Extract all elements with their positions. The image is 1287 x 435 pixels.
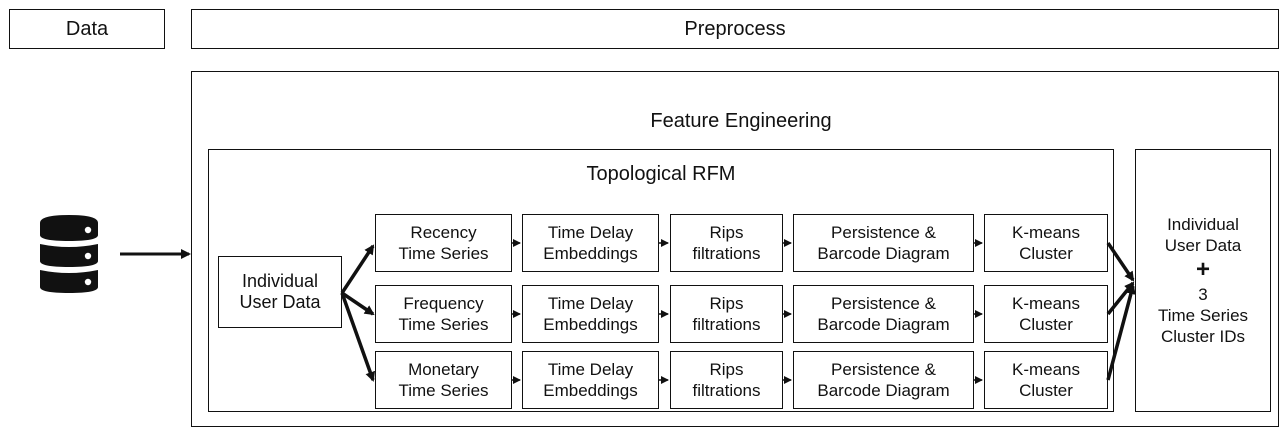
data-header-box: Data — [9, 9, 165, 49]
input-line-2: User Data — [239, 292, 321, 312]
monetary-embed-line-2: Embeddings — [543, 381, 638, 400]
output-line-5: Time Series — [1157, 306, 1249, 325]
output-line-4: 3 — [1198, 285, 1208, 304]
frequency-rips-line-2: filtrations — [692, 315, 761, 334]
recency-to-output-arrow — [1106, 242, 1135, 282]
recency-persist-line-1: Persistence & — [831, 223, 936, 242]
monetary-cluster-line-2: Cluster — [1019, 381, 1073, 400]
frequency-persist-line-1: Persistence & — [831, 294, 936, 313]
frequency-persistence-box: Persistence & Barcode Diagram — [793, 285, 974, 343]
monetary-persist-line-2: Barcode Diagram — [817, 381, 950, 400]
recency-persistence-box: Persistence & Barcode Diagram — [793, 214, 974, 272]
recency-series-line-1: Recency — [410, 223, 477, 242]
input-line-1: Individual — [241, 271, 319, 291]
input-to-monetary-arrow — [340, 292, 376, 382]
data-header-label: Data — [65, 17, 109, 40]
output-plus: + — [1195, 256, 1210, 283]
recency-persist-line-2: Barcode Diagram — [817, 244, 950, 263]
frequency-series-line-2: Time Series — [398, 315, 489, 334]
recency-series-line-2: Time Series — [398, 244, 489, 263]
frequency-persist-line-2: Barcode Diagram — [817, 315, 950, 334]
monetary-cluster-line-1: K-means — [1011, 360, 1081, 379]
frequency-rips-line-1: Rips — [709, 294, 744, 313]
output-line-1: Individual — [1167, 215, 1239, 234]
preprocess-header-label: Preprocess — [684, 17, 786, 40]
input-to-frequency-arrow — [341, 291, 375, 316]
frequency-cluster-line-2: Cluster — [1019, 315, 1073, 334]
frequency-embed-line-2: Embeddings — [543, 315, 638, 334]
input-to-recency-arrow — [340, 244, 375, 294]
monetary-to-output-arrow — [1106, 284, 1136, 381]
recency-embed-line-1: Time Delay — [547, 223, 634, 242]
recency-cluster-line-1: K-means — [1011, 223, 1081, 242]
database-icon — [40, 215, 98, 293]
frequency-series-line-1: Frequency — [403, 294, 484, 313]
monetary-persistence-box: Persistence & Barcode Diagram — [793, 351, 974, 409]
recency-rips-box: Rips filtrations — [670, 214, 783, 272]
feature-engineering-title: Feature Engineering — [650, 110, 832, 132]
monetary-rips-line-2: filtrations — [692, 381, 761, 400]
output-line-2: User Data — [1164, 236, 1242, 255]
output-line-6: Cluster IDs — [1160, 327, 1246, 346]
preprocess-header-box: Preprocess — [191, 9, 1279, 49]
recency-cluster-line-2: Cluster — [1019, 244, 1073, 263]
monetary-series-line-1: Monetary — [408, 360, 479, 379]
monetary-series-line-2: Time Series — [398, 381, 489, 400]
monetary-embed-line-1: Time Delay — [547, 360, 634, 379]
topological-rfm-title: Topological RFM — [586, 163, 736, 185]
frequency-embed-line-1: Time Delay — [547, 294, 634, 313]
monetary-persist-line-1: Persistence & — [831, 360, 936, 379]
recency-embed-line-2: Embeddings — [543, 244, 638, 263]
recency-rips-line-2: filtrations — [692, 244, 761, 263]
frequency-rips-box: Rips filtrations — [670, 285, 783, 343]
frequency-cluster-line-1: K-means — [1011, 294, 1081, 313]
monetary-rips-box: Rips filtrations — [670, 351, 783, 409]
monetary-rips-line-1: Rips — [709, 360, 744, 379]
recency-rips-line-1: Rips — [709, 223, 744, 242]
output-box: Individual User Data + 3 Time Series Clu… — [1135, 149, 1271, 412]
